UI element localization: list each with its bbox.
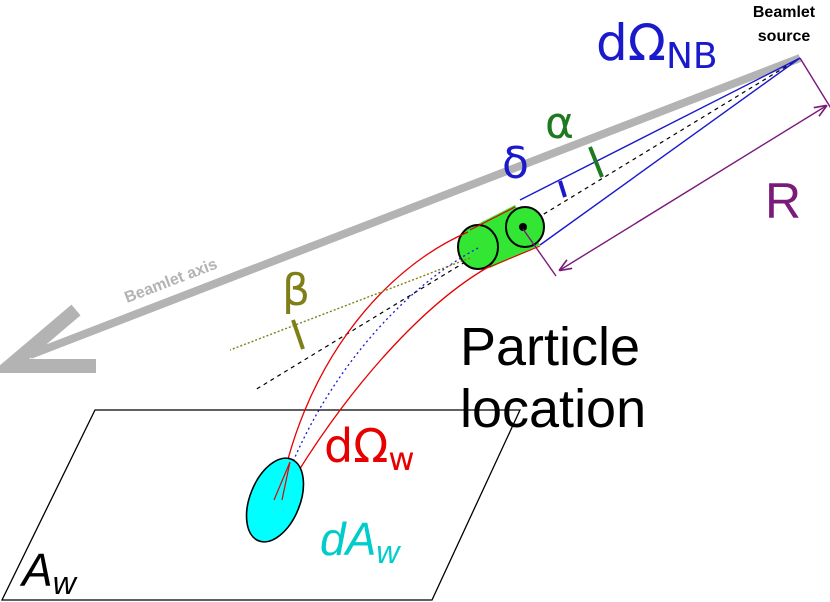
beamlet-axis-line — [28, 54, 802, 359]
wall-element-sub: w — [376, 534, 401, 570]
solid-angle-nb-main: dΩ — [596, 14, 666, 72]
beta-marker — [291, 319, 305, 350]
alpha-marker — [588, 146, 604, 178]
solid-angle-nb-edge-lower — [539, 57, 801, 246]
wall-element-cone-tip — [273, 461, 291, 501]
alpha-label: α — [545, 98, 574, 149]
wall-plane — [0, 409, 522, 601]
solid-angle-nb-sub: NB — [666, 36, 718, 77]
beamlet-source-label-line1: Beamlet — [753, 4, 816, 21]
wall-element-label: dAw — [320, 513, 401, 570]
distance-r-tick-source — [799, 57, 830, 109]
beta-reference-line — [229, 257, 471, 351]
solid-angle-nb-label: dΩNB — [596, 14, 718, 77]
particle-disc-near — [457, 224, 499, 270]
wall-element-ellipse — [245, 457, 305, 543]
trajectory-edge-left — [277, 231, 469, 506]
particle-tube-upper-edge — [469, 206, 516, 231]
particle-location-label-line1: Particle — [460, 317, 640, 377]
beta-label: β — [282, 265, 310, 316]
beamlet-source-label-line2: source — [758, 28, 811, 45]
delta-marker — [558, 180, 567, 198]
distance-r-label: R — [765, 173, 801, 229]
particle-centre-dot — [519, 223, 527, 231]
particle-tube-lower-edge — [486, 245, 541, 269]
delta-label: δ — [502, 138, 529, 189]
solid-angle-w-main: dΩ — [324, 419, 388, 473]
beamlet-source-label-2: source — [758, 28, 811, 45]
trajectory-edge-right — [277, 265, 491, 506]
wall-area-main: A — [19, 544, 53, 596]
wall-element-main: dA — [320, 513, 376, 565]
wall-area-sub: w — [53, 565, 78, 601]
beamlet-axis-arrowhead — [0, 304, 96, 373]
wall-area-label: Aw — [19, 544, 78, 601]
distance-r-arrow — [560, 106, 826, 270]
distance-r-tick-particle — [522, 228, 557, 277]
solid-angle-w-sub: w — [388, 440, 414, 478]
particle-location-label-line2: location — [460, 379, 646, 439]
beamlet-source-label: Beamlet — [753, 4, 816, 21]
solid-angle-w-label: dΩw — [324, 419, 415, 478]
